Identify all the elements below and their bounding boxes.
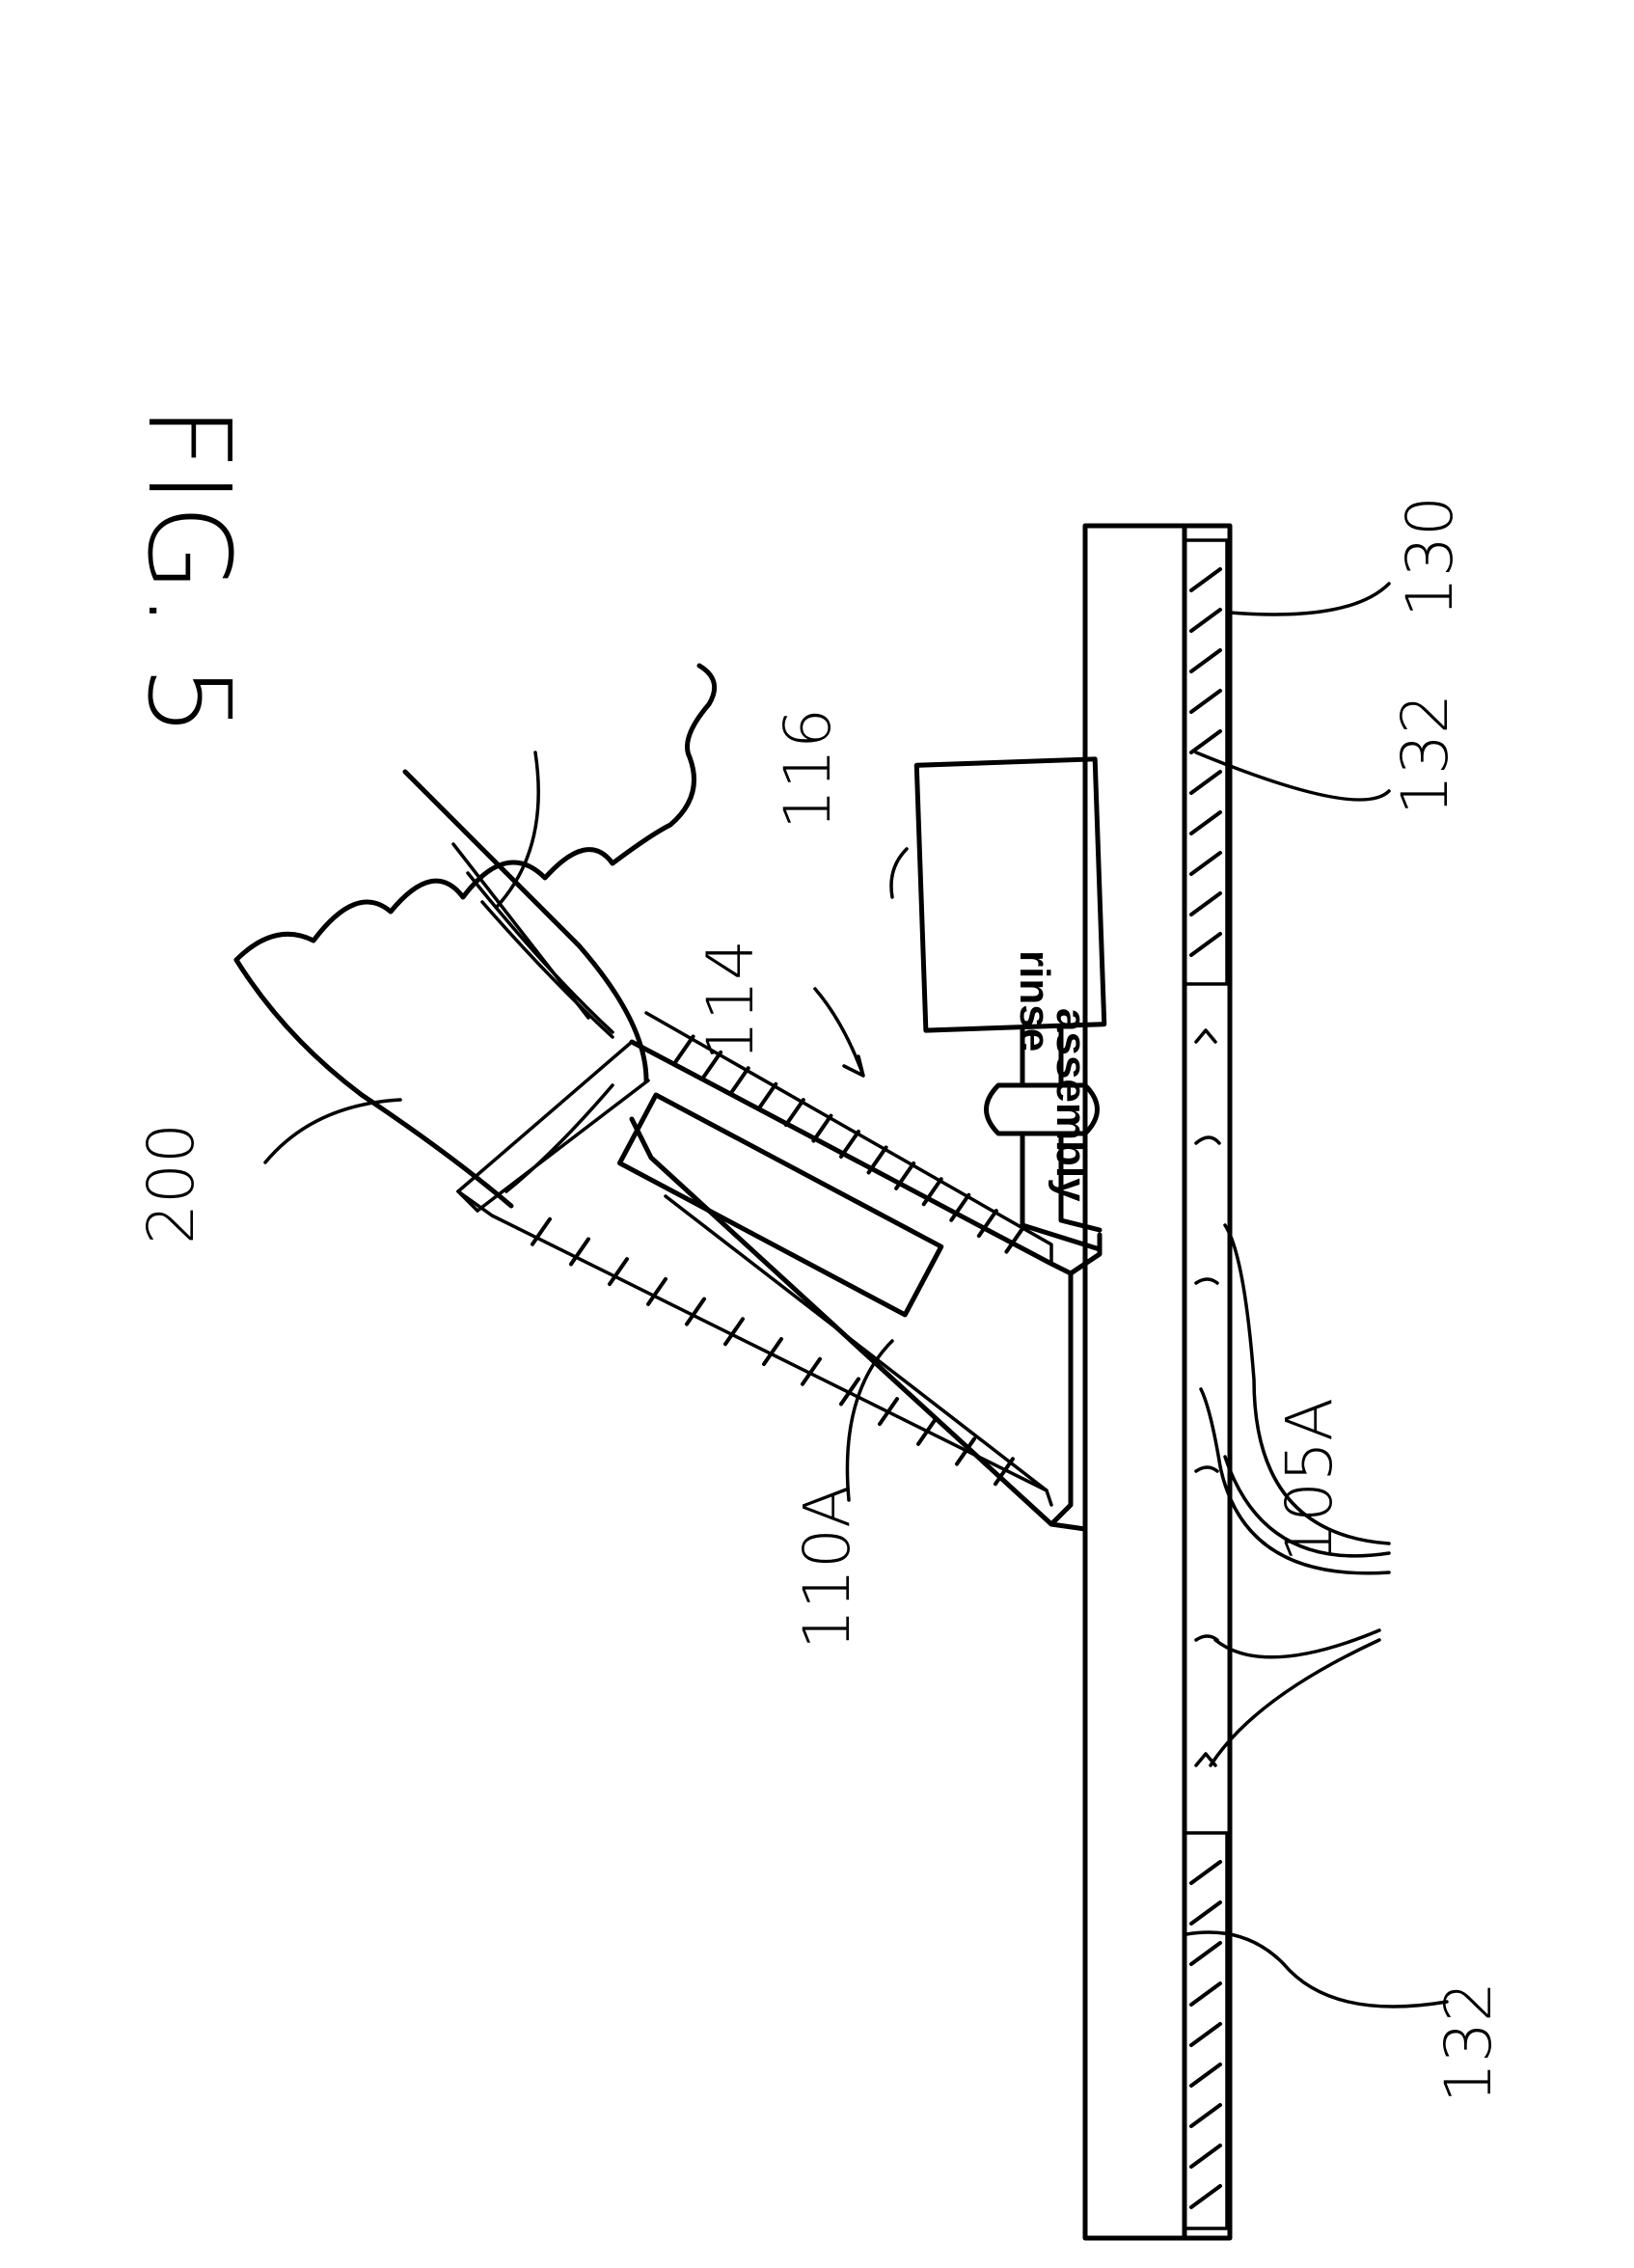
leader-lines [263, 582, 1449, 2008]
object-200 [233, 663, 718, 1209]
hatch-mark [1189, 2144, 1222, 2169]
hatch-mark [1189, 810, 1222, 835]
hatch-mark [976, 1209, 998, 1239]
hatch-mark [878, 1397, 899, 1427]
hatch-mark [1189, 1860, 1222, 1885]
hatch-mark [569, 1237, 590, 1267]
hatch-mark [1189, 608, 1222, 633]
label-110a: 110A [790, 1485, 864, 1650]
rinse-label-line2: assembly [1048, 1008, 1095, 1202]
hatch-mark [1189, 729, 1222, 754]
hatch-mark [1189, 1941, 1222, 1966]
hatch-mark [949, 1192, 971, 1222]
label-132-left: 132 [1431, 1981, 1506, 2103]
hatch-mark [811, 1113, 833, 1143]
hatch-mark [1189, 1900, 1222, 1926]
rinse-assembly-box: rinse assembly [913, 756, 1107, 1202]
hatch-mark [646, 1276, 667, 1306]
pad-upper [1183, 538, 1229, 986]
nozzles [1194, 1028, 1221, 1767]
hatch-mark [531, 1216, 552, 1246]
housing [456, 1011, 1103, 1532]
hatch-mark [1189, 2184, 1222, 2209]
pad-lower [1183, 1831, 1229, 2230]
figure-title: FIG. 5 [123, 405, 256, 737]
hatch-mark [994, 1457, 1015, 1487]
hatch-mark [1189, 851, 1222, 876]
hatch-mark [1189, 648, 1222, 673]
probe-110a [616, 1092, 944, 1318]
hatch-mark [801, 1356, 822, 1386]
hatch-mark [1189, 1981, 1222, 2007]
label-132-right: 132 [1388, 694, 1462, 815]
hatch-mark [783, 1098, 805, 1128]
hatch-mark [916, 1416, 938, 1446]
hatch-mark [839, 1130, 860, 1159]
rinse-label-line1: rinse [1011, 950, 1058, 1052]
hatch-mark [728, 1066, 750, 1096]
hatch-mark [1189, 2022, 1222, 2047]
hatch-mark [685, 1297, 706, 1326]
hatch-mark [762, 1337, 783, 1366]
hatch-mark [701, 1050, 723, 1079]
hatch-mark [1189, 770, 1222, 795]
hatch-mark [1189, 567, 1222, 592]
label-105a: 105A [1272, 1398, 1347, 1563]
hatch-mark [1189, 2103, 1222, 2128]
hatch-mark [894, 1161, 916, 1190]
hatch-mark [955, 1436, 976, 1466]
hatch-mark [673, 1034, 695, 1064]
hatch-mark [839, 1377, 860, 1407]
hatch-mark [1189, 932, 1222, 957]
hatch-mark [1004, 1224, 1026, 1254]
label-116: 116 [771, 708, 845, 830]
hatch-mark [756, 1081, 778, 1111]
hatch-mark [921, 1177, 943, 1207]
hatch-mark [723, 1317, 745, 1347]
valve-pipe [984, 1025, 1103, 1252]
label-200: 200 [134, 1123, 208, 1244]
hatch-mark [608, 1257, 629, 1287]
label-114: 114 [694, 940, 768, 1061]
hatch-mark [866, 1145, 888, 1175]
label-130: 130 [1393, 496, 1467, 617]
hatch-mark [1189, 689, 1222, 714]
hatch-mark [1189, 2063, 1222, 2088]
hatch-mark [1189, 891, 1222, 916]
